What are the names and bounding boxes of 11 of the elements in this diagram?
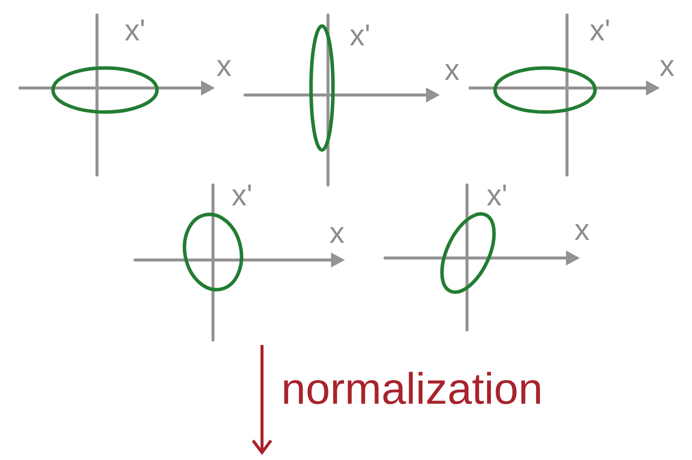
axis-label: x' [590,20,609,40]
arrow-label: normalization [284,372,540,404]
axis-label: x [574,224,590,240]
axis-label: x' [232,184,251,206]
axis-label: x [660,60,674,76]
axis-label: x' [350,24,369,46]
axis-label: x [216,60,232,76]
axis-label: x' [486,184,506,206]
axis-label: x' [124,20,144,40]
axis-label: x [444,64,460,80]
axis-label: x [330,227,344,243]
